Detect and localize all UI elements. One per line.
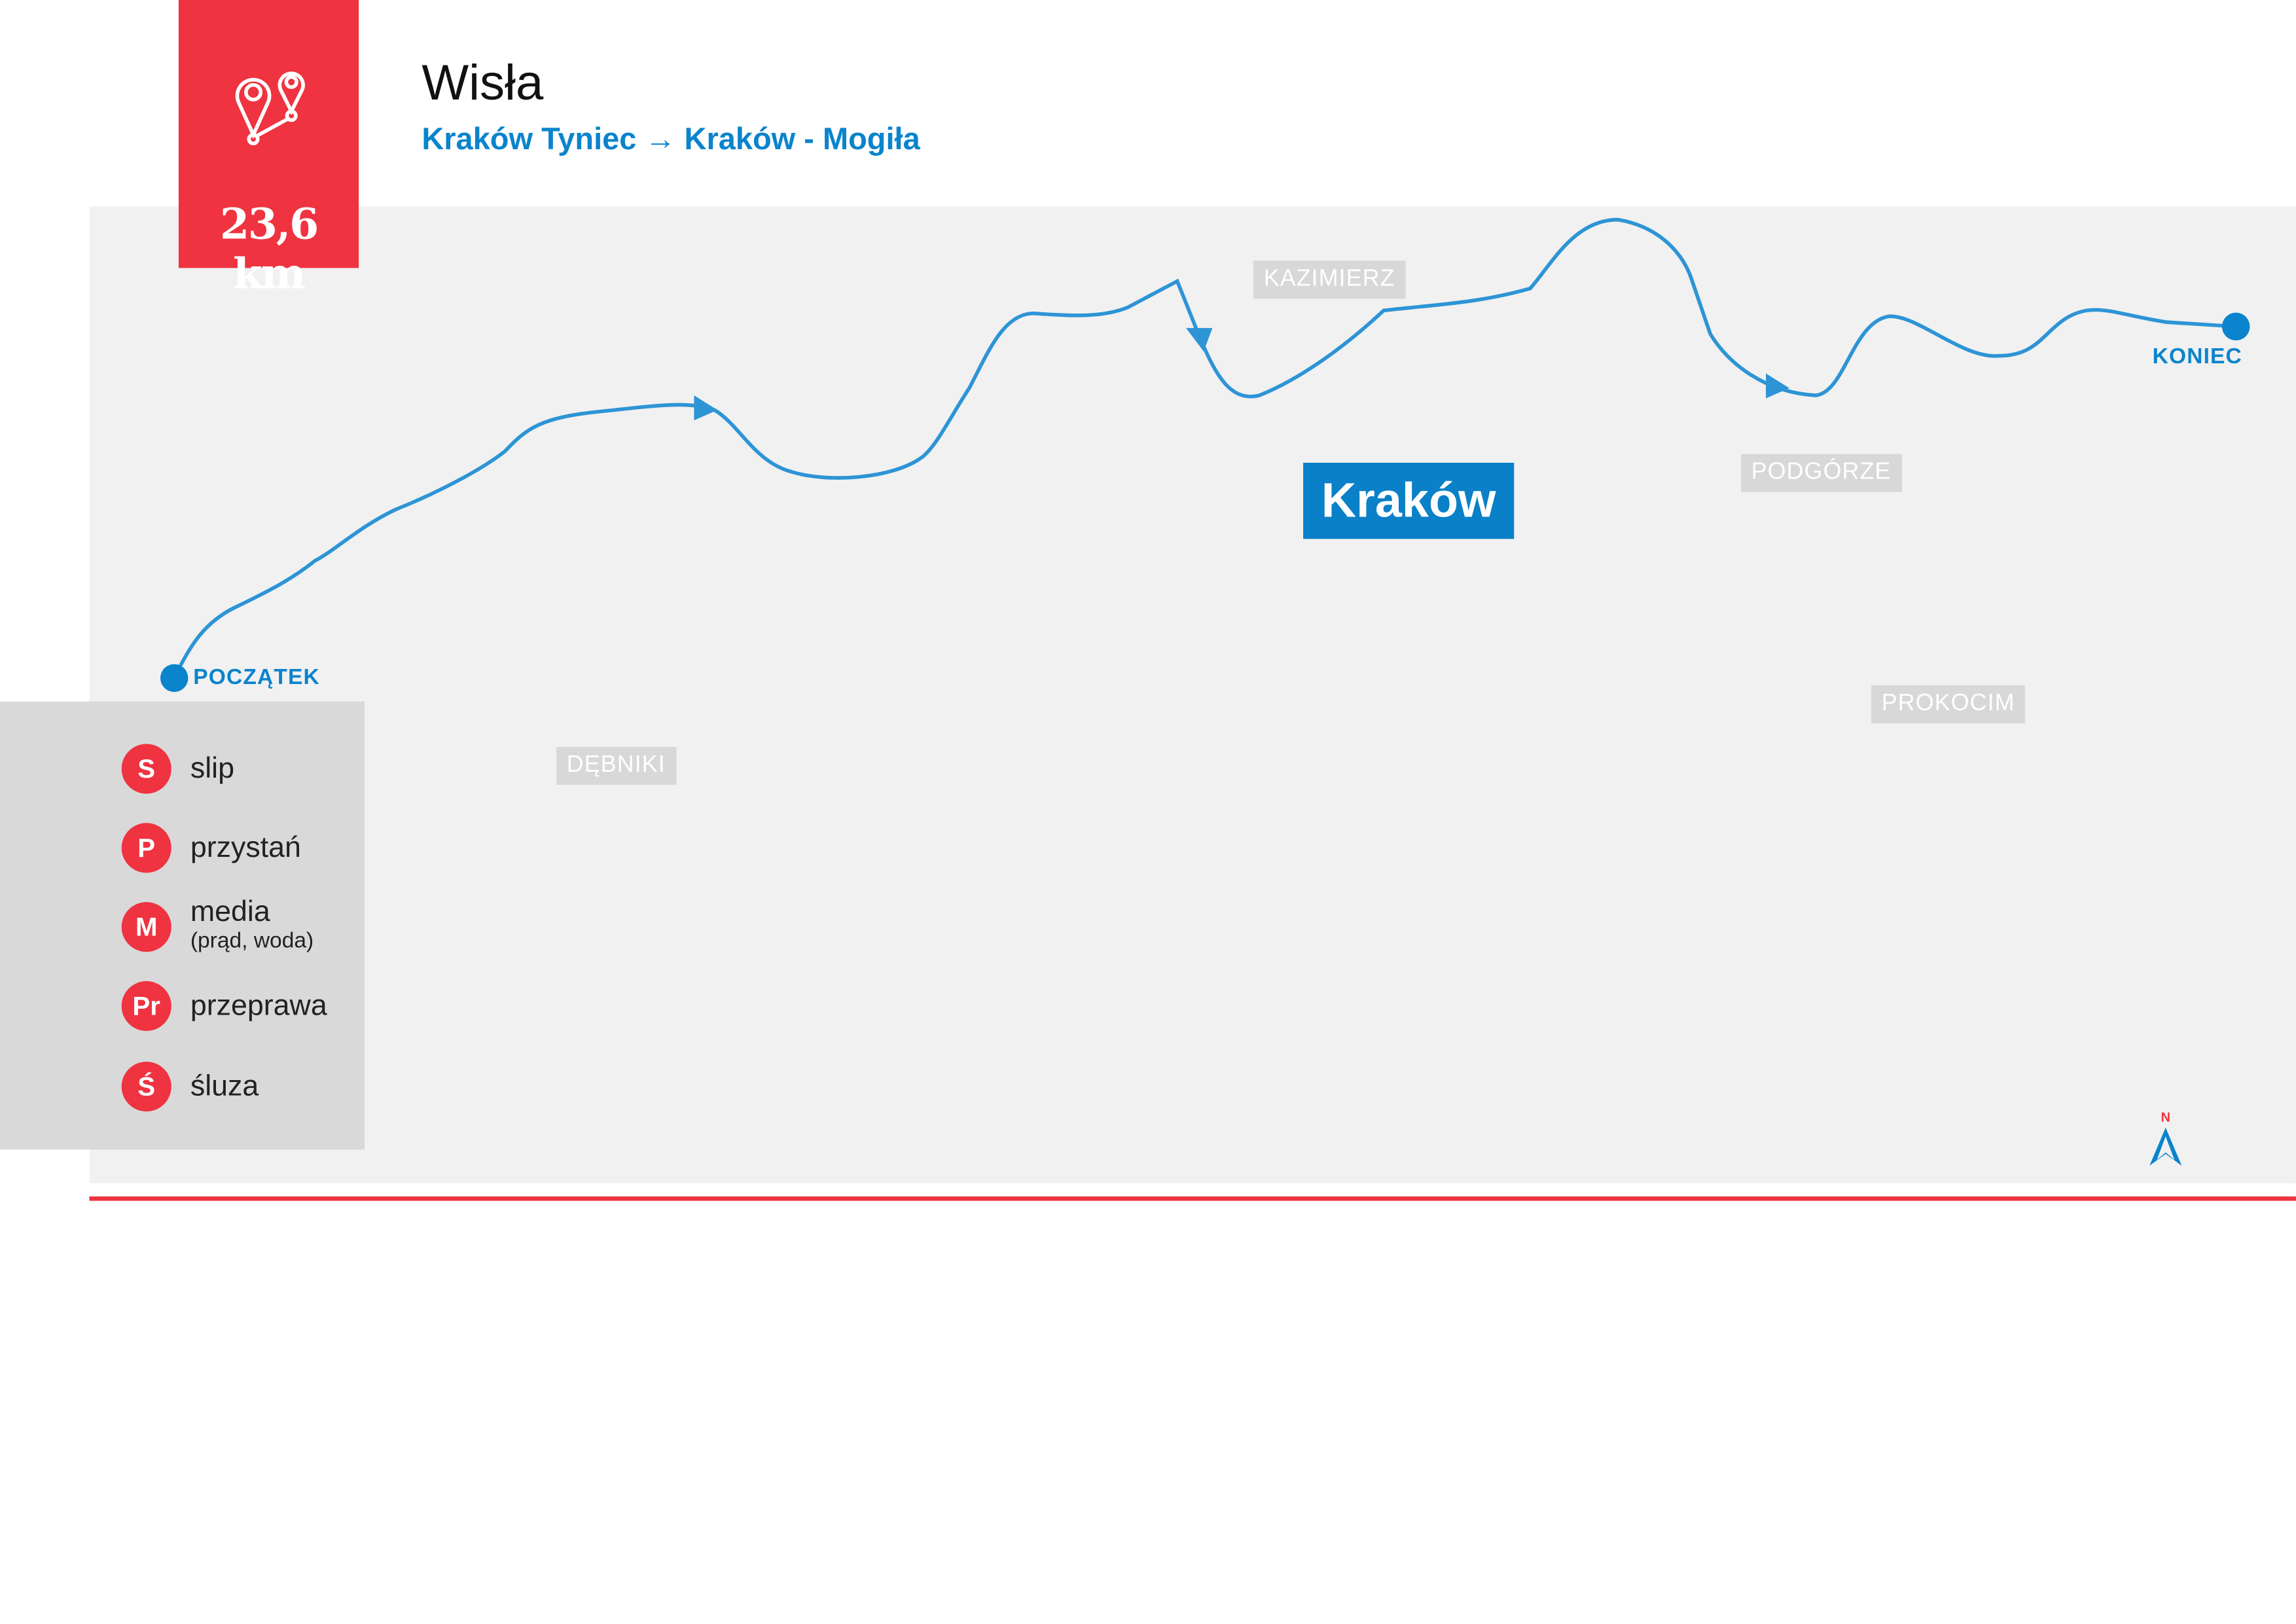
legend-item-przeprawa: Pr przeprawa bbox=[121, 980, 327, 1033]
slip-icon: S bbox=[121, 744, 171, 794]
legend-label: slip bbox=[190, 752, 234, 785]
district-label-podgorze: PODGÓRZE bbox=[1741, 454, 1902, 492]
lock-icon: Ś bbox=[121, 1061, 171, 1112]
legend-item-przystan: P przystań bbox=[121, 821, 301, 875]
legend-label: śluza bbox=[190, 1070, 259, 1103]
route-subtitle: Kraków Tyniec → Kraków - Mogiła bbox=[422, 122, 920, 157]
distance-panel: 23,6 km bbox=[178, 0, 359, 298]
distance-value: 23,6 km bbox=[219, 199, 319, 299]
legend-item-sluza: Ś śluza bbox=[121, 1060, 259, 1113]
start-point bbox=[160, 664, 188, 693]
crossing-icon: Pr bbox=[121, 981, 171, 1031]
legend-item-media: M media(prąd, woda) bbox=[121, 897, 314, 954]
river-title: Wisła bbox=[422, 56, 544, 112]
start-label: POCZĄTEK bbox=[193, 664, 320, 690]
legend-item-slip: S slip bbox=[121, 742, 234, 795]
end-point bbox=[2221, 312, 2250, 341]
district-label-kazimierz: KAZIMIERZ bbox=[1253, 261, 1406, 299]
footer-divider bbox=[89, 1196, 2296, 1201]
legend-label: przeprawa bbox=[190, 990, 327, 1022]
map-pins-route-icon bbox=[235, 71, 305, 146]
north-arrow-icon bbox=[2149, 1127, 2182, 1166]
legend-label: przystań bbox=[190, 831, 301, 864]
legend-label: media bbox=[190, 896, 270, 929]
city-label: Kraków bbox=[1303, 462, 1515, 539]
direction-arrow bbox=[1186, 328, 1213, 352]
marina-icon: P bbox=[121, 823, 171, 873]
legend-panel: S slip P przystań M media(prąd, woda) Pr… bbox=[0, 701, 365, 1150]
district-label-debniki: DĘBNIKI bbox=[556, 746, 676, 785]
end-label: KONIEC bbox=[2152, 344, 2242, 369]
compass: N bbox=[2147, 1110, 2185, 1176]
utilities-icon: M bbox=[121, 902, 171, 952]
compass-north-label: N bbox=[2161, 1110, 2171, 1125]
river-path bbox=[172, 217, 2236, 679]
direction-arrow bbox=[1766, 373, 1789, 399]
direction-arrow bbox=[694, 395, 718, 421]
district-label-prokocim: PROKOCIM bbox=[1871, 685, 2026, 724]
legend-sublabel: (prąd, woda) bbox=[190, 928, 314, 954]
